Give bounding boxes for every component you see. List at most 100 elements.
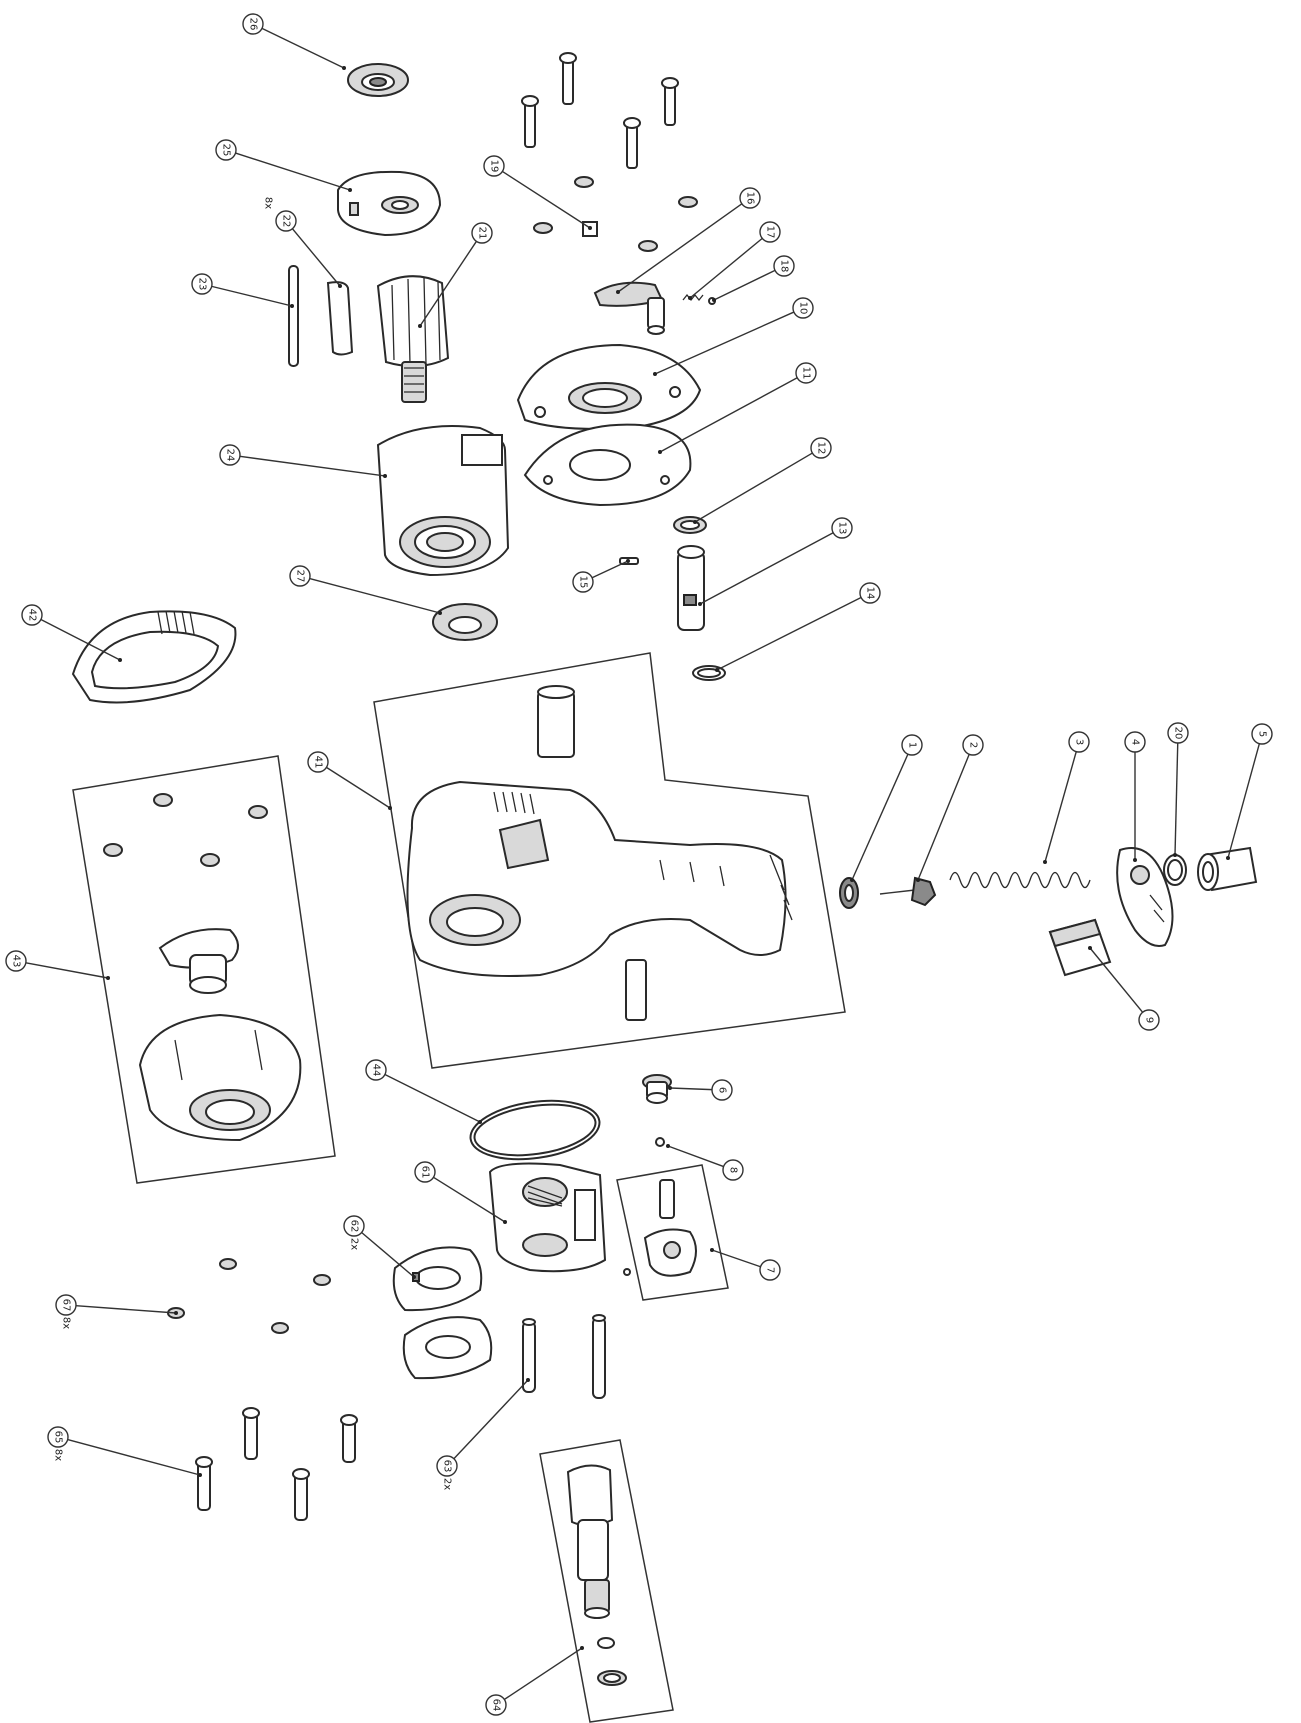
leader-dot — [383, 474, 387, 478]
callout-1: 1 — [850, 734, 923, 882]
callout-circle — [365, 1059, 387, 1081]
callout-label: 10 — [798, 302, 809, 315]
callout-circle — [711, 1079, 733, 1101]
part-oring-44 — [469, 1099, 601, 1161]
callout-3: 3 — [1043, 731, 1090, 864]
leader-dot — [668, 1086, 672, 1090]
leader-line — [654, 311, 795, 375]
callout-circle — [795, 362, 817, 384]
leader-dot — [338, 284, 342, 288]
callout-circle — [1167, 722, 1189, 744]
callout-label: 6 — [717, 1087, 728, 1093]
part-bolts-top — [521, 52, 679, 169]
part-vane-22 — [326, 281, 354, 356]
callout-circle — [962, 734, 984, 756]
leader-dot — [1043, 860, 1047, 864]
callout-circle — [191, 273, 213, 295]
callout-label: 64 — [491, 1699, 502, 1712]
leader-line — [1227, 743, 1261, 859]
callout-label: 23 — [197, 278, 208, 291]
part-bearing-26 — [347, 63, 409, 97]
callout-circle — [792, 297, 814, 319]
callout-quantity: 8x — [61, 1317, 72, 1329]
leader-line — [699, 532, 834, 605]
leader-line — [713, 269, 776, 301]
callout-circle — [242, 13, 264, 35]
callout-label: 7 — [765, 1267, 776, 1273]
leader-dot — [174, 1311, 178, 1315]
leader-dot — [1133, 858, 1137, 862]
callout-42: 42 — [21, 604, 122, 662]
leader-dot — [1088, 946, 1092, 950]
leader-line — [669, 1087, 713, 1091]
callout-61: 61 — [414, 1161, 507, 1224]
leader-dot — [693, 520, 697, 524]
part-lever-4 — [1116, 847, 1174, 947]
leader-dot — [710, 1248, 714, 1252]
callout-circle — [471, 222, 493, 244]
leader-line — [502, 170, 591, 229]
part-end-plate-25 — [337, 170, 442, 237]
part-nuts-top — [533, 176, 698, 252]
part-grip-plate-42 — [71, 610, 237, 704]
leader-line — [25, 962, 109, 979]
leader-line — [433, 1176, 506, 1223]
callout-label: 4 — [1130, 739, 1141, 745]
callout-7: 7 — [710, 1248, 781, 1281]
leader-dot — [118, 658, 122, 662]
leader-dot — [342, 66, 346, 70]
leader-line — [239, 455, 386, 477]
leader-line — [667, 1145, 724, 1168]
leader-line — [716, 596, 862, 671]
callout-circle — [215, 139, 237, 161]
callout-circle — [859, 582, 881, 604]
leader-line — [40, 618, 121, 661]
part-anvil-64 — [539, 1439, 674, 1723]
callout-23: 23 — [191, 273, 294, 308]
callout-18: 18 — [712, 255, 795, 302]
part-oring-12 — [673, 516, 707, 534]
callout-label: 18 — [779, 260, 790, 273]
leader-dot — [580, 1646, 584, 1650]
callout-17: 17 — [688, 221, 781, 300]
callout-19: 19 — [483, 155, 592, 230]
callout-circle — [1251, 723, 1273, 745]
leader-line — [711, 1249, 761, 1268]
leader-dot — [688, 296, 692, 300]
leader-dot — [850, 878, 854, 882]
leader-line — [309, 577, 441, 614]
part-block-9 — [1048, 918, 1112, 977]
part-bearing-27 — [432, 603, 498, 641]
callout-43: 43 — [5, 950, 110, 980]
callout-label: 42 — [27, 609, 38, 622]
callout-label: 19 — [489, 160, 500, 173]
callout-circle — [759, 1259, 781, 1281]
callout-label: 14 — [865, 587, 876, 600]
part-nut-1 — [839, 877, 859, 909]
callout-label: 44 — [371, 1064, 382, 1077]
callout-circle — [810, 437, 832, 459]
callout-circle — [343, 1215, 365, 1237]
leader-line — [617, 203, 743, 293]
callout-25: 25 — [215, 139, 352, 192]
leader-dot — [1173, 853, 1177, 857]
part-spring-17 — [682, 293, 704, 302]
callout-27: 27 — [289, 565, 442, 615]
callout-circle — [1124, 731, 1146, 753]
leader-line — [326, 766, 391, 809]
callout-20: 20 — [1167, 722, 1189, 857]
leader-dot — [715, 668, 719, 672]
callout-label: 63 — [442, 1460, 453, 1473]
callout-label: 27 — [295, 570, 306, 583]
leader-dot — [388, 806, 392, 810]
leader-line — [1174, 742, 1179, 856]
leader-dot — [198, 1473, 202, 1477]
part-pins-63 — [522, 1314, 606, 1399]
callout-label: 15 — [578, 576, 589, 589]
leader-dot — [106, 976, 110, 980]
callout-circle — [901, 734, 923, 756]
part-valve-16 — [593, 281, 665, 335]
